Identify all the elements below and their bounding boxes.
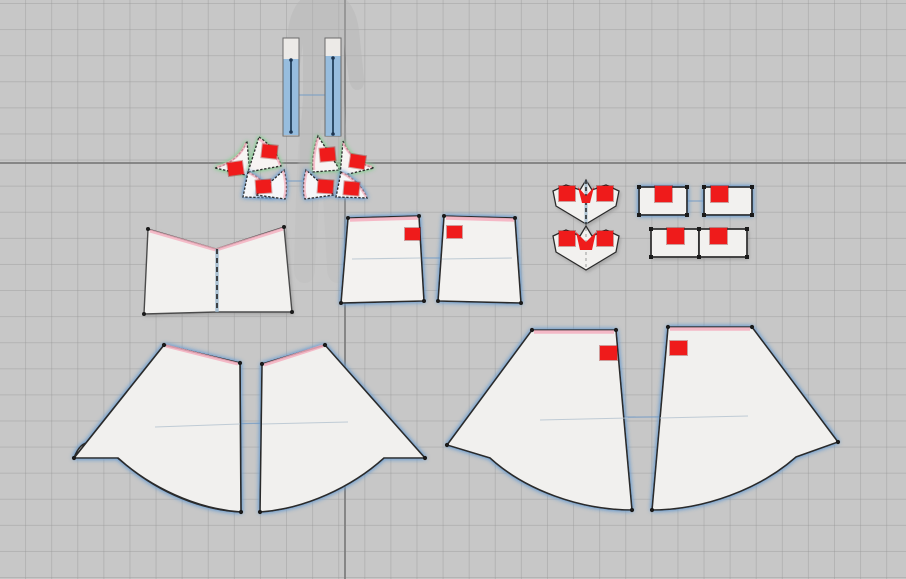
grainline-skirt-2	[261, 421, 349, 425]
marker-dart-r-mid[interactable]	[343, 181, 360, 196]
grainlines-layer	[154, 257, 749, 428]
marker-dart-l-inner-a[interactable]	[255, 179, 272, 194]
marker-yoke-bottom-left[interactable]	[559, 231, 575, 246]
marker-dart-l-mid[interactable]	[261, 144, 278, 159]
piece-skirt-gore-3[interactable]	[445, 329, 633, 511]
marker-tab-bottom-left[interactable]	[667, 228, 684, 244]
marker-dart-r-inner-b[interactable]	[349, 153, 366, 170]
marker-yoke-top-left[interactable]	[559, 186, 575, 201]
grainline-skirt-3	[539, 417, 629, 421]
marker-bodice-right[interactable]	[447, 226, 462, 238]
marker-tab-top-left[interactable]	[655, 186, 672, 202]
piece-facing-book[interactable]	[143, 226, 293, 315]
grainline-skirt-4	[659, 415, 749, 419]
marker-yoke-top-right[interactable]	[597, 186, 613, 201]
axis-line-horizontal	[0, 162, 906, 164]
marker-tab-top-right[interactable]	[711, 186, 728, 202]
marker-bodice-left[interactable]	[405, 228, 420, 240]
vertex-handles[interactable]	[71, 185, 841, 515]
marker-skirt-gore-3[interactable]	[600, 346, 617, 360]
marker-dart-r-inner-a[interactable]	[319, 147, 336, 162]
piece-skirt-gore-2[interactable]	[259, 344, 427, 513]
grainline-skirt-1	[154, 423, 241, 428]
grainline-bodice-left	[351, 257, 421, 260]
marker-dart-l-outer[interactable]	[227, 161, 244, 176]
piece-bodice-left[interactable]	[340, 215, 425, 304]
piece-strap-right[interactable]	[324, 37, 342, 137]
marker-dart-l-inner-b[interactable]	[317, 179, 334, 194]
marker-skirt-gore-4[interactable]	[670, 341, 687, 355]
marker-tab-bottom-right[interactable]	[710, 228, 727, 244]
piece-skirt-gore-4[interactable]	[651, 326, 840, 511]
piece-strap-left[interactable]	[282, 37, 300, 137]
piece-skirt-gore-1[interactable]	[72, 344, 242, 513]
grainline-bodice-right	[441, 257, 513, 260]
marker-yoke-bottom-right[interactable]	[597, 231, 613, 246]
